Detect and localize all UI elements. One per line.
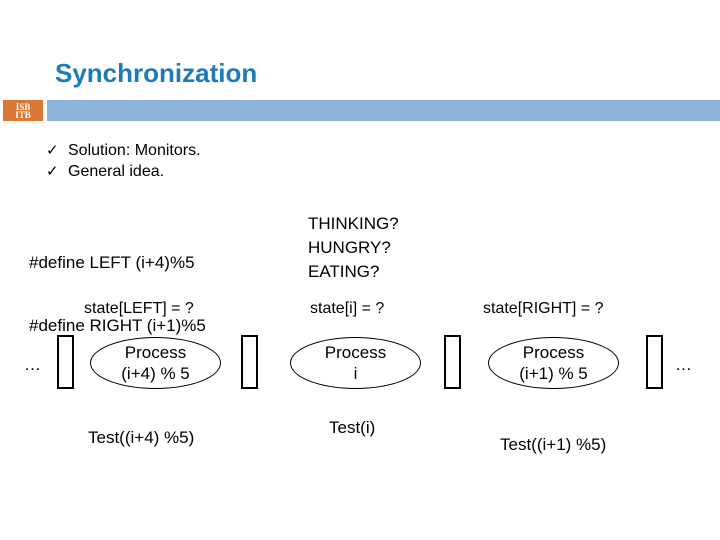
state-label-left: state[LEFT] = ? [84, 300, 194, 317]
list-item: ✓ General idea. [46, 161, 446, 182]
state-question-eating: EATING? [308, 262, 380, 281]
process-node-middle: Process i [290, 337, 421, 389]
state-question-thinking: THINKING? [308, 214, 399, 233]
state-questions-block: THINKING? HUNGRY? EATING? [308, 212, 399, 284]
state-label-right: state[RIGHT] = ? [483, 300, 604, 317]
process-node-title: Process [324, 343, 387, 362]
test-call-right: Test((i+1) %5) [500, 435, 607, 454]
fork-icon [646, 335, 663, 389]
process-node-right: Process (i+1) % 5 [488, 337, 619, 389]
state-question-hungry: HUNGRY? [308, 238, 391, 257]
checkmark-icon: ✓ [46, 163, 59, 180]
page-title: Synchronization [55, 58, 258, 88]
header-rule [47, 100, 720, 121]
test-call-left: Test((i+4) %5) [88, 428, 195, 447]
fork-icon [57, 335, 74, 389]
fork-icon [241, 335, 258, 389]
process-node-left: Process (i+4) % 5 [90, 337, 221, 389]
define-code-block: #define LEFT (i+4)%5 #define RIGHT (i+1)… [29, 210, 206, 357]
test-call-middle: Test(i) [329, 418, 376, 437]
ellipsis-right: … [675, 355, 694, 374]
process-node-title: Process [522, 343, 585, 362]
state-label-middle: state[i] = ? [310, 300, 385, 317]
list-item-label: Solution: Monitors. [68, 142, 201, 159]
list-item: ✓ Solution: Monitors. [46, 140, 446, 161]
list-item-label: General idea. [68, 163, 165, 180]
ellipsis-left: … [24, 355, 43, 374]
logo-badge: ISB ITB [3, 100, 43, 121]
define-left-line: #define LEFT (i+4)%5 [29, 253, 195, 272]
fork-icon [444, 335, 461, 389]
define-right-line: #define RIGHT (i+1)%5 [29, 316, 206, 335]
process-node-index: (i+4) % 5 [121, 364, 190, 383]
process-node-index: i [353, 364, 358, 383]
bullet-list: ✓ Solution: Monitors. ✓ General idea. [46, 140, 446, 182]
process-node-index: (i+1) % 5 [519, 364, 588, 383]
logo-badge-label: ISB ITB [15, 101, 31, 120]
process-node-title: Process [124, 343, 187, 362]
checkmark-icon: ✓ [46, 142, 59, 159]
